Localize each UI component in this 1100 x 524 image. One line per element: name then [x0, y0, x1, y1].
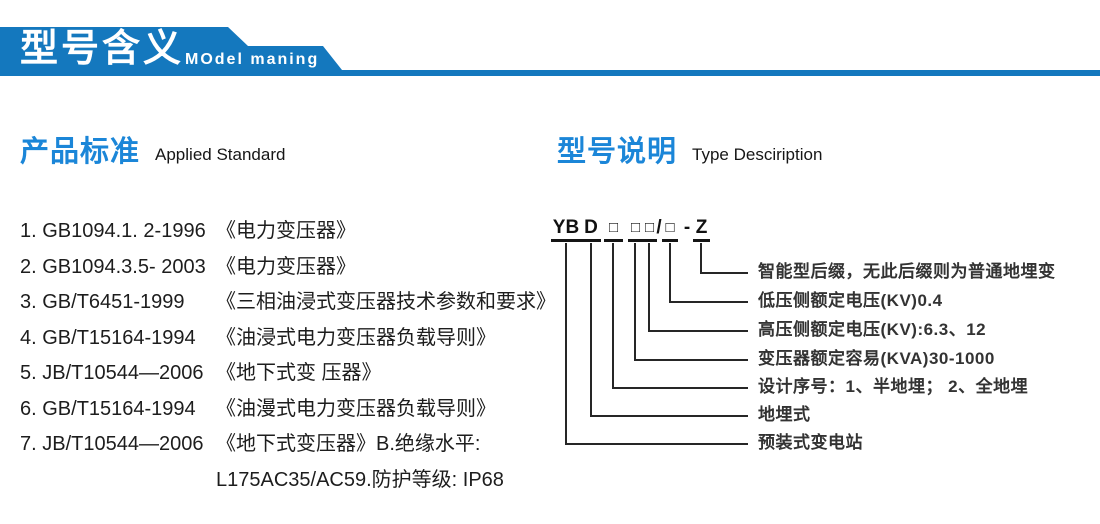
model-seg-d: D — [581, 216, 601, 242]
connector-horizontal-b3 — [648, 330, 748, 332]
connector-vertical-d — [590, 243, 592, 417]
standard-row: 4. GB/T15164-1994 《油浸式电力变压器负载导则》 — [20, 321, 540, 357]
model-box-2: □ — [628, 216, 643, 242]
model-box-4: □ — [662, 216, 678, 242]
standard-code — [20, 463, 216, 499]
diagram-label-rated-capacity: 变压器额定容易(KVA)30-1000 — [758, 349, 995, 368]
standard-code: 4. GB/T15164-1994 — [20, 326, 196, 349]
diagram-label-prefab-station: 预装式变电站 — [758, 433, 863, 452]
diagram-label-smart-suffix: 智能型后缀，无此后缀则为普通地埋变 — [758, 262, 1056, 281]
standard-row: 3. GB/T6451-1999 《三相油浸式变压器技术参数和要求》 — [20, 285, 556, 321]
connector-vertical-b2 — [634, 243, 636, 361]
standard-title: 《地下式变压器》B.绝缘水平: — [216, 433, 481, 455]
banner-title: 型号含义 — [20, 28, 185, 70]
standards-list: 1. GB1094.1. 2-1996 《电力变压器》 2. GB1094.3.… — [20, 214, 556, 499]
standard-row: 6. GB/T15164-1994 《油漫式电力变压器负载导则》 — [20, 392, 540, 428]
connector-horizontal-b4 — [669, 301, 748, 303]
diagram-label-buried-type: 地埋式 — [758, 405, 811, 424]
connector-horizontal-b2 — [634, 359, 748, 361]
banner-ribbon — [0, 27, 1100, 76]
standard-code: 2. GB1094.3.5- 2003 — [20, 255, 206, 278]
standards-heading-cn: 产品标准 — [20, 136, 141, 168]
model-code-diagram: YB D □ □ □ / □ - Z 智能型后缀，无此后缀则为普通地埋变 低压侧… — [540, 200, 1100, 500]
standard-title: 《电力变压器》 — [216, 255, 356, 278]
standard-title: 《油漫式电力变压器负载导则》 — [216, 397, 496, 420]
standard-title: L175AC35/AC59.防护等级: IP68 — [216, 468, 504, 491]
standard-title: 《电力变压器》 — [216, 220, 356, 242]
model-dash: - — [683, 217, 691, 238]
standard-row: 5. JB/T10544—2006 《地下式变 压器》 — [20, 356, 540, 392]
diagram-label-hv-voltage: 高压侧额定电压(KV):6.3、12 — [758, 320, 987, 339]
diagram-label-lv-voltage: 低压侧额定电压(KV)0.4 — [758, 291, 943, 310]
model-box-3: □ — [642, 216, 657, 242]
standard-row: 7. JB/T10544—2006 《地下式变压器》B.绝缘水平: — [20, 427, 540, 463]
type-heading-cn: 型号说明 — [557, 136, 678, 168]
connector-horizontal-b1 — [612, 387, 748, 389]
diagram-label-design-serial: 设计序号：1、半地埋； 2、全地埋 — [758, 377, 1029, 396]
connector-horizontal-yb — [565, 443, 748, 445]
standard-title: 《油浸式电力变压器负载导则》 — [216, 326, 496, 349]
model-seg-z: Z — [693, 216, 710, 242]
connector-horizontal-z — [700, 272, 748, 274]
connector-vertical-b4 — [669, 243, 671, 303]
banner-shape — [0, 27, 1100, 76]
connector-vertical-yb — [565, 243, 567, 445]
standards-heading-en: Applied Standard — [155, 145, 286, 164]
standard-code: 6. GB/T15164-1994 — [20, 397, 196, 420]
connector-vertical-b1 — [612, 243, 614, 389]
model-slash: / — [656, 217, 662, 238]
section-heading-type: 型号说明 Type Desciription — [557, 136, 822, 168]
connector-horizontal-d — [590, 415, 748, 417]
standard-row-continuation: L175AC35/AC59.防护等级: IP68 — [20, 463, 540, 499]
standard-code: 7. JB/T10544—2006 — [20, 433, 204, 455]
standard-title: 《三相油浸式变压器技术参数和要求》 — [216, 291, 556, 313]
model-seg-yb: YB — [551, 216, 581, 242]
standard-code: 5. JB/T10544—2006 — [20, 362, 204, 384]
section-heading-standards: 产品标准 Applied Standard — [20, 136, 285, 168]
standard-row: 1. GB1094.1. 2-1996 《电力变压器》 — [20, 214, 540, 250]
type-heading-en: Type Desciription — [692, 145, 823, 164]
standard-code: 1. GB1094.1. 2-1996 — [20, 220, 206, 242]
standard-code: 3. GB/T6451-1999 — [20, 291, 185, 313]
banner-subtitle: MOdel maning — [185, 51, 320, 68]
standard-row: 2. GB1094.3.5- 2003 《电力变压器》 — [20, 250, 540, 286]
model-box-1: □ — [604, 216, 623, 242]
connector-vertical-z — [700, 243, 702, 274]
connector-vertical-b3 — [648, 243, 650, 332]
standard-title: 《地下式变 压器》 — [216, 362, 382, 384]
